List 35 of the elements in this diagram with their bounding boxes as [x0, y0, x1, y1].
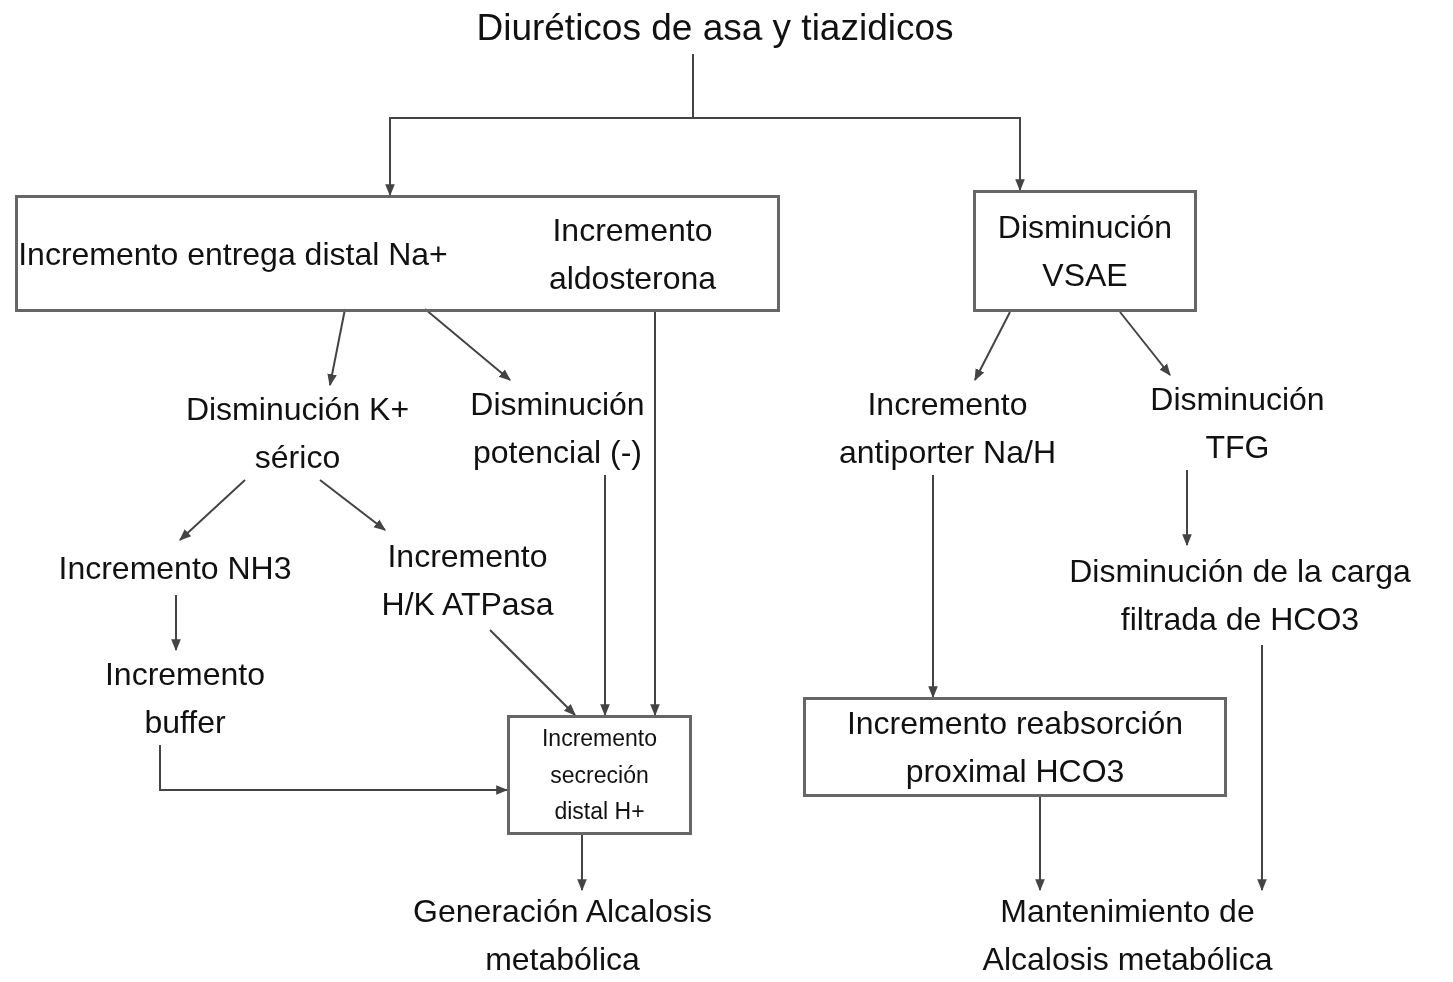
- node-text: Mantenimiento de Alcalosis metabólica: [981, 892, 1274, 979]
- arrow: [692, 53, 1025, 192]
- arrow: [159, 744, 509, 795]
- node-text: Incremento aldosterona: [547, 210, 718, 298]
- node-text: Incremento reabsorción proximal HCO3: [845, 704, 1185, 791]
- node-text: Generación Alcalosis metabólica: [412, 892, 713, 979]
- process-box: [15, 195, 780, 312]
- arrow: [1257, 644, 1267, 892]
- arrow: [319, 479, 386, 531]
- process-box: [973, 190, 1197, 312]
- node-text: Disminución K+ sérico: [184, 389, 411, 477]
- process-box: [803, 697, 1227, 797]
- node-text: Disminución de la carga filtrada de HCO3: [1068, 552, 1412, 639]
- arrow: [424, 308, 511, 381]
- arrow: [1035, 796, 1045, 892]
- node-text: Disminución VSAE: [996, 208, 1174, 295]
- node-text: Incremento entrega distal Na+: [18, 234, 448, 274]
- node-text: Incremento buffer: [103, 654, 267, 742]
- arrow: [489, 629, 576, 716]
- arrow: [1182, 469, 1192, 547]
- arrow: [600, 474, 610, 717]
- node-text: Disminución TFG: [1149, 379, 1326, 467]
- process-box: [507, 715, 692, 835]
- arrow: [577, 834, 587, 892]
- arrow: [1119, 311, 1171, 376]
- arrow: [928, 474, 938, 699]
- node-text: Incremento NH3: [58, 548, 292, 588]
- node-text: Incremento antiporter Na/H: [838, 384, 1057, 472]
- heading-text: Diuréticos de asa y tiazidicos: [476, 6, 954, 51]
- arrow: [179, 479, 246, 541]
- node-text: Disminución potencial (-): [469, 384, 646, 472]
- arrow: [171, 594, 181, 652]
- node-text: Incremento secreción distal H+: [540, 723, 659, 827]
- node-text: Incremento H/K ATPasa: [380, 537, 555, 624]
- arrow: [974, 311, 1011, 382]
